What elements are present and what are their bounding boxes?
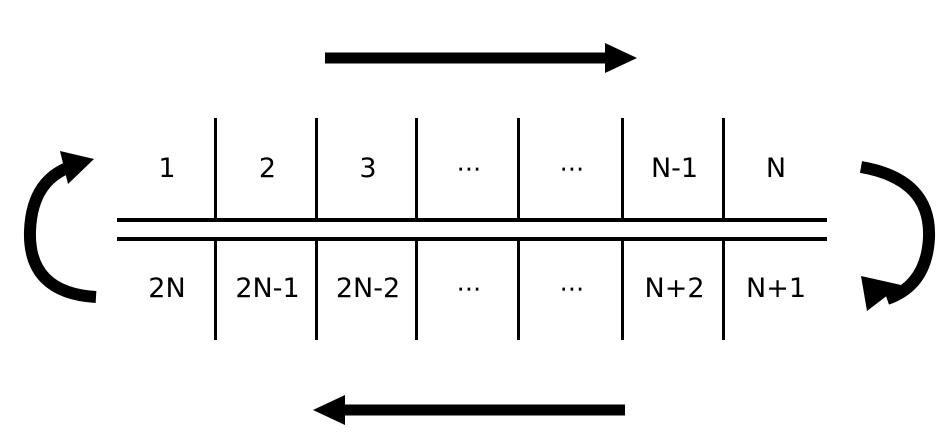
top-cell-n: N — [765, 152, 787, 184]
top-cell-row: 1 2 3 ⋯ ⋯ N-1 N — [117, 118, 827, 218]
bottom-cell-ellipsis-2: ⋯ — [520, 237, 624, 340]
top-cell-n-minus-1: N-1 — [624, 118, 725, 218]
bottom-cell-n-plus-1: N+1 — [746, 273, 806, 304]
bottom-cell-n-plus-2: N+2 — [624, 237, 725, 340]
bottom-cell-2n-minus-2: 2N-2 — [318, 237, 418, 340]
lower-divider-line — [117, 237, 827, 241]
upper-divider-line — [117, 218, 827, 222]
tape-table: 1 2 3 ⋯ ⋯ N-1 N 2N 2N-1 2N-2 ⋯ ⋯ N+2 N+1 — [117, 118, 827, 340]
right-wraparound-arrow — [859, 161, 936, 311]
top-cell-2: 2 — [217, 118, 318, 218]
top-cell-ellipsis-1: ⋯ — [418, 118, 520, 218]
rightward-flow-arrow — [325, 43, 637, 73]
top-cell-3: 3 — [318, 118, 418, 218]
top-cell-ellipsis-2: ⋯ — [520, 118, 624, 218]
top-cell-1: 1 — [117, 118, 217, 218]
left-wraparound-arrow — [23, 151, 97, 303]
bottom-cell-ellipsis-1: ⋯ — [418, 237, 520, 340]
bottom-cell-2n-minus-1: 2N-1 — [217, 237, 318, 340]
leftward-flow-arrow — [313, 395, 625, 425]
bottom-cell-row: 2N 2N-1 2N-2 ⋯ ⋯ N+2 N+1 — [117, 237, 827, 340]
bottom-cell-2n: 2N — [117, 237, 217, 340]
